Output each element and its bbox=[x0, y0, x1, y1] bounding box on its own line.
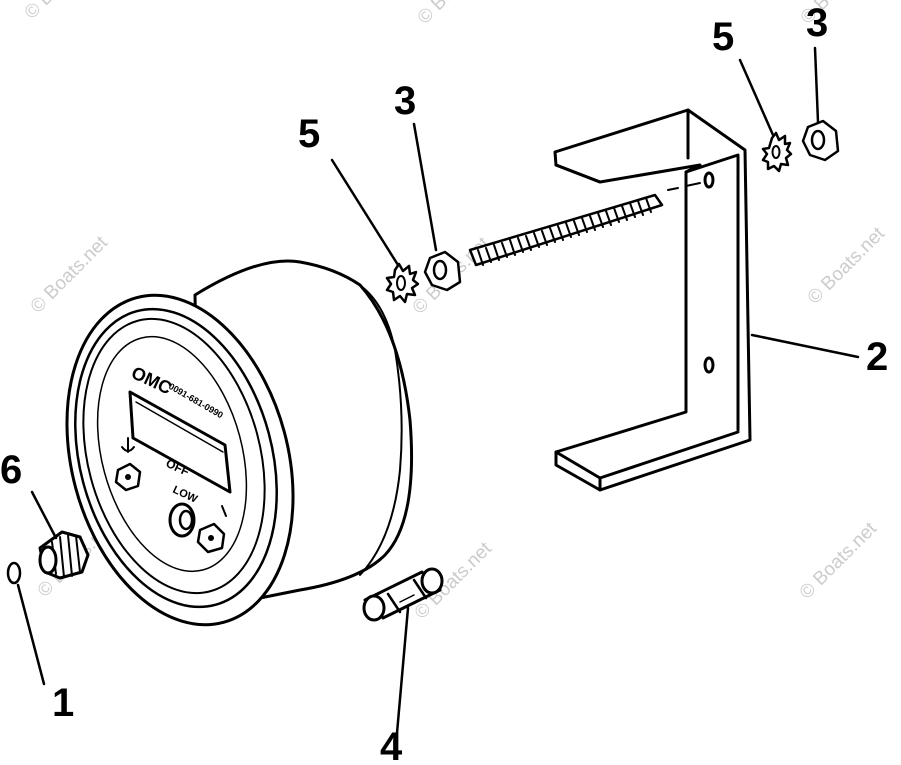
knob-cap bbox=[38, 530, 90, 580]
gauge-front: OMC 0091-681-0990 OFF LOW bbox=[65, 293, 295, 627]
callout-4: 4 bbox=[380, 725, 403, 765]
callout-3-right: 3 bbox=[806, 1, 828, 45]
lock-washer-right bbox=[761, 131, 793, 173]
gauge-display-window bbox=[128, 390, 232, 494]
lock-washer-left bbox=[385, 262, 420, 304]
watermark: © Boats.net bbox=[414, 0, 500, 29]
anchor-icon bbox=[121, 437, 135, 453]
callout-6: 6 bbox=[0, 448, 22, 492]
hex-nut-right bbox=[801, 119, 840, 162]
leader-lines bbox=[16, 46, 860, 735]
terminal-screw-icon bbox=[114, 462, 142, 492]
watermark: © Boats.net bbox=[21, 0, 107, 24]
watermark: © Boats.net bbox=[27, 232, 113, 318]
threaded-stud bbox=[468, 182, 701, 267]
hex-nut-left bbox=[423, 250, 462, 292]
callout-2: 2 bbox=[866, 335, 888, 379]
watermark: © Boats.net bbox=[796, 518, 882, 604]
mounting-bracket bbox=[553, 108, 752, 492]
callout-5-left: 5 bbox=[298, 112, 320, 156]
watermark: © Boats.net bbox=[804, 223, 890, 309]
callout-3-left: 3 bbox=[394, 79, 416, 123]
callout-5-right: 5 bbox=[712, 15, 734, 59]
callout-1: 1 bbox=[52, 681, 74, 725]
fuse bbox=[362, 567, 444, 622]
o-ring bbox=[6, 561, 22, 585]
switch-knob-icon bbox=[168, 502, 227, 554]
